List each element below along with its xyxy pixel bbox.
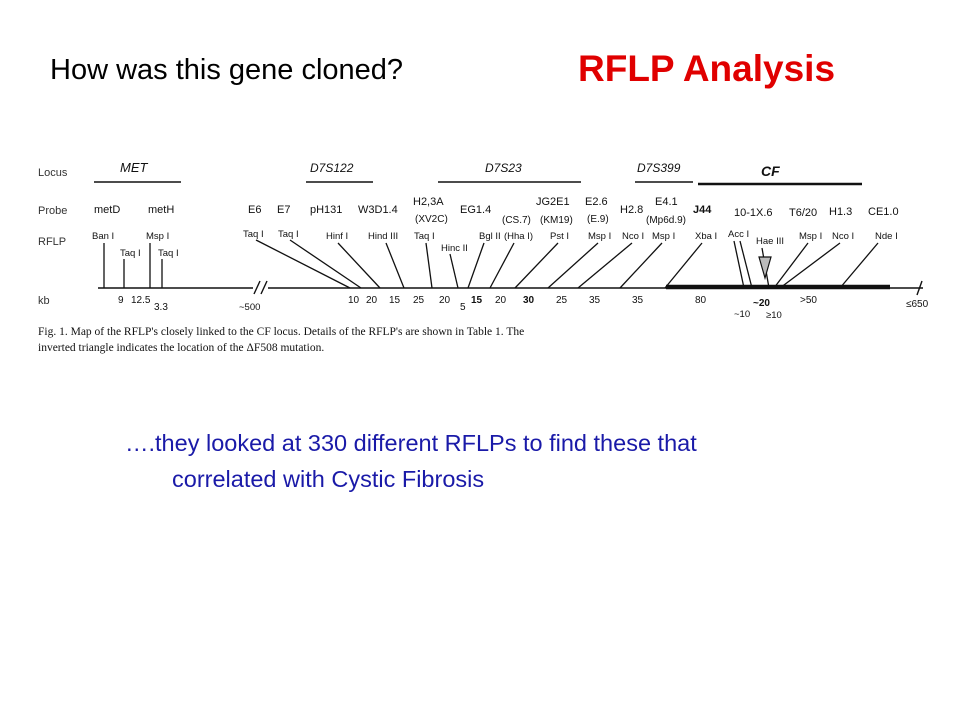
figure-caption-line-2: inverted triangle indicates the location… bbox=[38, 342, 324, 354]
enzyme-label: Taq I bbox=[120, 248, 141, 259]
probe-label: metD bbox=[94, 204, 120, 216]
kb-value: 9 bbox=[118, 295, 124, 306]
enzyme-label: Taq I bbox=[414, 231, 435, 242]
kb-value: >50 bbox=[800, 295, 817, 306]
probe-label: metH bbox=[148, 204, 174, 216]
figure-caption-line-1: Fig. 1. Map of the RFLP's closely linked… bbox=[38, 326, 524, 338]
kb-value: 25 bbox=[556, 295, 568, 306]
row-label-rflp: RFLP bbox=[38, 236, 66, 248]
probe-label: (KM19) bbox=[540, 215, 573, 226]
probe-label: E2.6 bbox=[585, 196, 608, 208]
kb-value: 35 bbox=[632, 295, 644, 306]
kb-value: 12.5 bbox=[131, 295, 151, 306]
probe-label: (XV2C) bbox=[415, 214, 448, 225]
enzyme-label: Msp I bbox=[652, 231, 675, 242]
probe-label: (Mp6d.9) bbox=[646, 215, 686, 226]
locus-label-d7s23: D7S23 bbox=[485, 161, 522, 175]
enzyme-label: Xba I bbox=[695, 231, 717, 242]
enzyme-label: Taq I bbox=[278, 229, 299, 240]
enzyme-label: Hinf I bbox=[326, 231, 348, 242]
kb-value: 25 bbox=[413, 295, 425, 306]
probe-label: H1.3 bbox=[829, 206, 852, 218]
probe-label: J44 bbox=[693, 204, 712, 216]
probe-label: (CS.7) bbox=[502, 215, 531, 226]
question-text: How was this gene cloned? bbox=[50, 54, 404, 86]
kb-value: ~20 bbox=[753, 298, 770, 309]
chromosome-break-mark bbox=[253, 280, 261, 295]
kb-value: ~500 bbox=[239, 302, 260, 313]
locus-label-d7s122: D7S122 bbox=[310, 161, 354, 175]
kb-value: 20 bbox=[366, 295, 378, 306]
row-label-locus: Locus bbox=[38, 167, 68, 179]
kb-value: 30 bbox=[523, 295, 535, 306]
probe-label: T6/20 bbox=[789, 207, 817, 219]
enzyme-label: Taq I bbox=[158, 248, 179, 259]
enzyme-label: Nco I bbox=[832, 231, 854, 242]
enzyme-label: Ban I bbox=[92, 231, 114, 242]
chromosome-end-mark bbox=[916, 280, 923, 296]
enzyme-label: Hinc II bbox=[441, 243, 468, 254]
probe-label: JG2E1 bbox=[536, 196, 570, 208]
kb-value: 20 bbox=[439, 295, 451, 306]
enzyme-label: Nco I bbox=[622, 231, 644, 242]
probe-label: 10-1X.6 bbox=[734, 207, 773, 219]
kb-value: 20 bbox=[495, 295, 507, 306]
kb-value: ≥10 bbox=[766, 310, 782, 321]
probe-label: E7 bbox=[277, 204, 290, 216]
enzyme-label: (Hha I) bbox=[504, 231, 533, 242]
probe-label: E4.1 bbox=[655, 196, 678, 208]
enzyme-label: Nde I bbox=[875, 231, 898, 242]
probe-label: (E.9) bbox=[587, 214, 609, 225]
enzyme-label: Acc I bbox=[728, 229, 749, 240]
locus-label-met: MET bbox=[120, 160, 149, 175]
enzyme-label: Taq I bbox=[243, 229, 264, 240]
kb-value: 80 bbox=[695, 295, 707, 306]
probe-label: H2.8 bbox=[620, 204, 643, 216]
row-label-kb: kb bbox=[38, 295, 50, 307]
chromosome-break-mark bbox=[260, 280, 268, 295]
locus-label-cf: CF bbox=[761, 163, 780, 179]
kb-value: 15 bbox=[389, 295, 401, 306]
enzyme-label: Msp I bbox=[146, 231, 169, 242]
probe-label: pH131 bbox=[310, 204, 342, 216]
kb-value: 35 bbox=[589, 295, 601, 306]
enzyme-label: Msp I bbox=[588, 231, 611, 242]
enzyme-label: Hae III bbox=[756, 236, 784, 247]
probe-label: H2,3A bbox=[413, 196, 444, 208]
probe-label: W3D1.4 bbox=[358, 204, 398, 216]
row-label-probe: Probe bbox=[38, 205, 67, 217]
locus-label-d7s399: D7S399 bbox=[637, 161, 681, 175]
probe-label: CE1.0 bbox=[868, 206, 899, 218]
bullet-line-1: ….they looked at 330 different RFLPs to … bbox=[125, 430, 697, 456]
probe-label: E6 bbox=[248, 204, 261, 216]
enzyme-label: Msp I bbox=[799, 231, 822, 242]
enzyme-label: Bgl II bbox=[479, 231, 501, 242]
rflp-map-figure: Locus Probe RFLP kb MET D7S122 D7S23 D7S… bbox=[28, 140, 948, 365]
bullet-text: ….they looked at 330 different RFLPs to … bbox=[125, 425, 925, 497]
kb-value: 15 bbox=[471, 295, 483, 306]
kb-value: 10 bbox=[348, 295, 360, 306]
kb-value: ≤650 bbox=[906, 299, 929, 310]
slide-title: RFLP Analysis bbox=[578, 48, 836, 89]
bullet-line-2: correlated with Cystic Fibrosis bbox=[172, 466, 485, 492]
probe-label: EG1.4 bbox=[460, 204, 491, 216]
kb-value: ~10 bbox=[734, 309, 750, 320]
enzyme-label: Pst I bbox=[550, 231, 569, 242]
kb-value: 3.3 bbox=[154, 302, 168, 313]
kb-value: 5 bbox=[460, 302, 466, 313]
enzyme-label: Hind III bbox=[368, 231, 398, 242]
delta-f508-triangle bbox=[758, 256, 772, 281]
